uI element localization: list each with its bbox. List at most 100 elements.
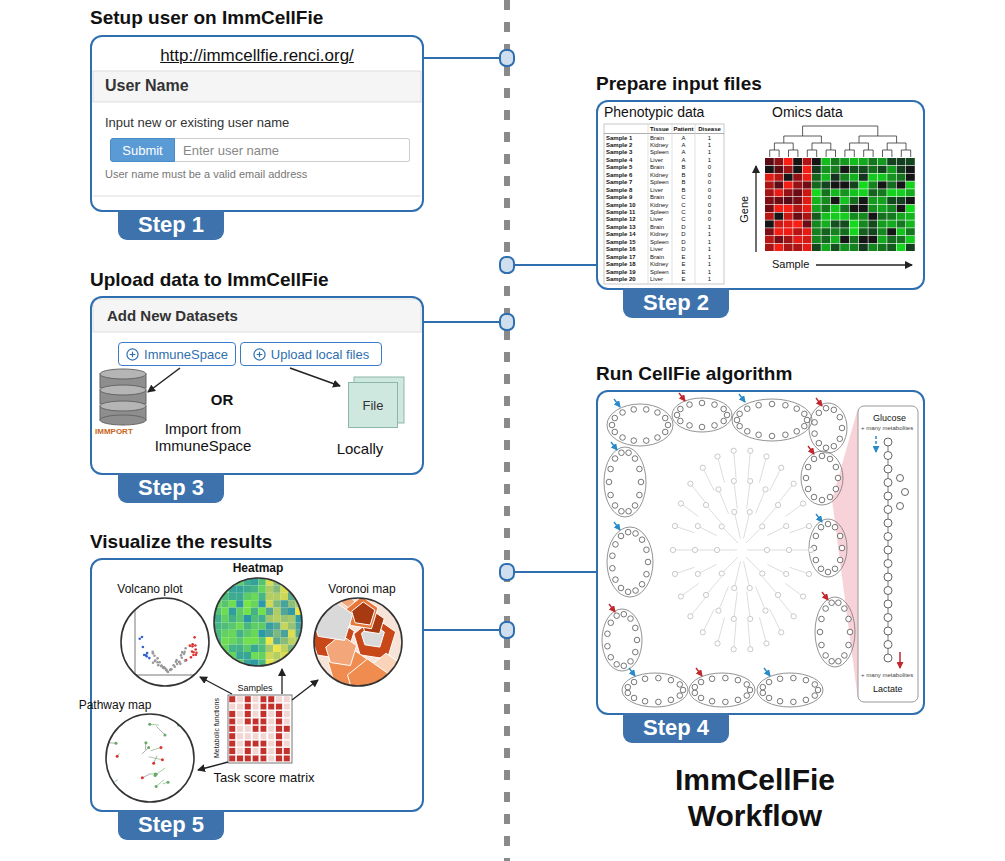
matrix-cell	[229, 755, 235, 761]
heatmap-cell	[878, 181, 887, 188]
metabolite	[655, 435, 661, 441]
network-node	[763, 608, 768, 613]
submit-button: Submit	[110, 138, 175, 162]
matrix-cell	[237, 711, 243, 717]
heatmap-cell	[784, 220, 793, 227]
heatmap-cell	[887, 236, 896, 243]
metabolite	[734, 417, 740, 423]
pathway-link	[888, 460, 889, 466]
metabolite	[644, 547, 650, 553]
heatmap-cell	[831, 220, 840, 227]
divider	[93, 196, 421, 197]
metabolite	[884, 533, 892, 541]
heatmap-cell	[803, 166, 812, 173]
metabolite	[803, 677, 809, 683]
node-text: Step 3	[138, 475, 204, 501]
heatmap-cell	[821, 158, 830, 165]
network-node	[784, 571, 789, 576]
heatmap-cell	[887, 244, 896, 251]
result-arrow	[198, 762, 228, 770]
heatmap-cell	[859, 166, 868, 173]
pathway-link	[888, 487, 889, 493]
network-link	[756, 586, 766, 610]
metabolite	[803, 697, 809, 703]
heatmap-cell	[229, 600, 236, 607]
heatmap-cell	[244, 608, 251, 615]
node-text: Step 2	[643, 290, 709, 316]
network-node	[732, 509, 737, 514]
plus-sign	[257, 351, 263, 357]
metabolite	[625, 529, 631, 535]
metabolite	[639, 537, 645, 543]
heatmap-cell	[906, 174, 915, 181]
heatmap-cell	[897, 213, 906, 220]
heatmap-cell	[288, 600, 295, 607]
heatmap-cell	[221, 659, 228, 666]
matrix-cell	[237, 748, 243, 754]
heatmap-cell	[887, 205, 896, 212]
metabolite	[791, 699, 797, 705]
table-cell: 1	[708, 254, 711, 261]
heatmap-cell	[821, 197, 830, 204]
network-node	[764, 641, 769, 646]
header-band	[93, 71, 421, 102]
metabolite	[608, 466, 614, 472]
metabolite	[148, 723, 151, 726]
metabolite	[155, 785, 158, 788]
metabolite	[756, 402, 762, 408]
matrix-cell	[284, 711, 290, 717]
metabolite	[724, 412, 730, 418]
heatmap-cell	[850, 189, 859, 196]
table-frame	[604, 124, 724, 284]
table-cell: 1	[708, 142, 711, 149]
heatmap-cell	[774, 244, 783, 251]
metabolite	[842, 606, 848, 612]
heatmap-cell	[765, 181, 774, 188]
heatmap-cell	[803, 228, 812, 235]
step3-art	[92, 299, 421, 431]
flux-arrow	[822, 592, 828, 600]
heatmap-cell	[812, 220, 821, 227]
heatmap-cell	[906, 158, 915, 165]
metabolite	[618, 533, 624, 539]
network-node	[763, 487, 768, 492]
network-node	[719, 571, 724, 576]
heatmap-cell	[765, 213, 774, 220]
network-link	[718, 456, 725, 482]
matrix-cell	[268, 755, 274, 761]
node-text: Enter user name	[183, 143, 279, 158]
table-cell: Kidney	[650, 261, 668, 268]
diagram-label: Patient	[673, 126, 693, 133]
matrix-cell	[245, 703, 251, 709]
metabolite	[836, 658, 842, 664]
input-arrow	[875, 436, 877, 452]
heatmap-cell	[840, 205, 849, 212]
network-node	[775, 592, 780, 597]
network-node	[731, 647, 736, 652]
metabolite	[837, 436, 843, 442]
heatmap-cell	[258, 630, 265, 637]
result-circle	[106, 714, 194, 802]
diagram-label: Locally	[337, 440, 384, 457]
metabolite	[698, 679, 704, 685]
heatmap-cell	[840, 174, 849, 181]
data-point	[141, 636, 144, 639]
network-link	[706, 577, 721, 595]
heatmap-cell	[850, 236, 859, 243]
table-cell: Brain	[650, 135, 664, 142]
network-node	[748, 647, 753, 652]
metabolite	[662, 429, 668, 435]
table-cell: 0	[708, 172, 711, 179]
heatmap-cell	[236, 608, 243, 615]
network-node	[760, 571, 765, 576]
flux-arrow	[764, 668, 770, 676]
metabolite	[805, 464, 811, 470]
add-button: ImmuneSpace	[118, 342, 236, 366]
metabolite	[766, 695, 772, 701]
data-point	[148, 657, 151, 660]
metabolite	[655, 410, 661, 416]
metabolite	[614, 662, 620, 668]
table-cell: E	[681, 261, 685, 268]
heatmap-cell	[897, 228, 906, 235]
table-cell: A	[681, 149, 685, 156]
